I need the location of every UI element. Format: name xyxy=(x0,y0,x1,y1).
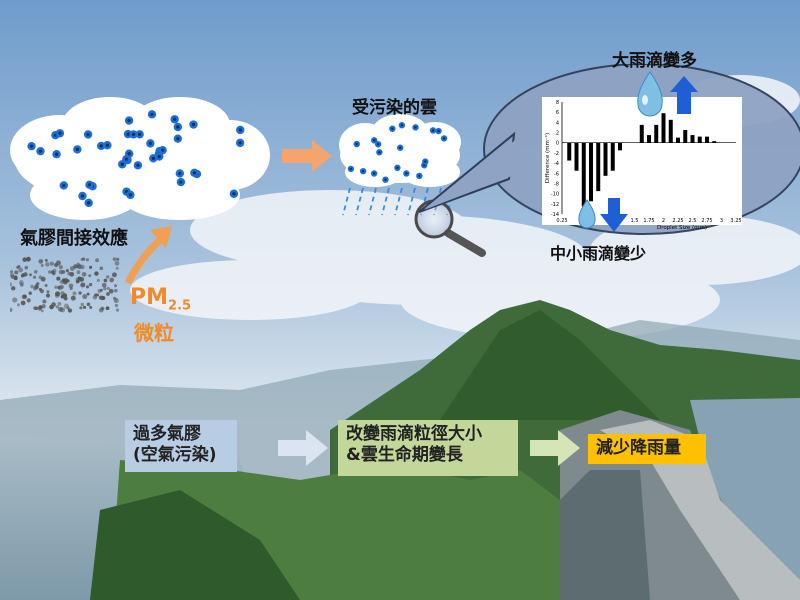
x-tick-label: 0.25 xyxy=(556,218,567,224)
y-tick-label: -2 xyxy=(554,151,559,157)
pm-label-sub: 2.5 xyxy=(168,298,192,314)
pm-label: PM2.5 xyxy=(130,285,191,313)
y-tick-label: -4 xyxy=(554,161,559,167)
chart-bar xyxy=(690,135,695,143)
chart-bar xyxy=(610,142,615,171)
chart-bar xyxy=(676,137,680,143)
chart-bar xyxy=(654,124,659,143)
chart-bar xyxy=(581,142,586,207)
arrow-to-cloud-icon xyxy=(282,140,332,172)
big-drops-label: 大雨滴變多 xyxy=(612,51,697,71)
chart-bar xyxy=(596,142,601,192)
aerosol-effect-label: 氣膠間接效應 xyxy=(20,228,128,249)
small-drop-down-arrow-icon xyxy=(578,198,628,232)
pm-particles-icon xyxy=(10,256,120,313)
chart-bar xyxy=(683,130,688,143)
y-tick-label: 4 xyxy=(556,120,559,126)
chart-bar xyxy=(647,135,651,143)
y-tick-label: -14 xyxy=(551,212,559,218)
x-tick-label: 1.5 xyxy=(631,218,639,224)
y-tick-label: 2 xyxy=(556,131,559,137)
chart-bar xyxy=(712,141,717,143)
x-tick-label: 2 xyxy=(662,218,665,224)
flow-arrow-2 xyxy=(530,430,580,466)
step2-line2: &雲生命期變長 xyxy=(346,445,463,465)
y-tick-label: -8 xyxy=(554,181,559,187)
flow-step-excess-aerosol: 過多氣膠 (空氣污染) xyxy=(125,420,237,472)
droplet-difference-chart: 8 6 4 2 0 -2 -4 -6 -8 -10 -12 -140.25 1.5 1.75 2 2.25 2.… xyxy=(542,97,742,231)
chart-bar xyxy=(589,142,593,202)
flow-step-droplet-size: 改變雨滴粒徑大小 &雲生命期變長 xyxy=(338,420,518,476)
chart-bar xyxy=(603,142,608,176)
polluted-cloud-label: 受污染的雲 xyxy=(352,98,437,118)
y-tick-label: -6 xyxy=(554,171,559,177)
chart-bar xyxy=(639,124,644,143)
chart-bar xyxy=(567,142,572,161)
chart-bar xyxy=(705,136,709,143)
chart-bar xyxy=(574,142,579,171)
particle-label: 微粒 xyxy=(134,321,174,345)
x-tick-label: 2.75 xyxy=(701,218,712,224)
x-tick-label: 2.5 xyxy=(689,218,697,224)
chart-bar xyxy=(661,113,666,143)
polluted-cloud-icon xyxy=(339,114,461,216)
step3-text: 減少降雨量 xyxy=(596,438,681,458)
flow-step-reduce-rainfall: 減少降雨量 xyxy=(588,434,706,464)
y-tick-label: -12 xyxy=(551,202,559,208)
curved-arrow-icon xyxy=(124,226,172,285)
chart-bar xyxy=(697,136,702,143)
x-axis-label: Droplet Size (mm) xyxy=(657,225,707,231)
flow-arrow-1 xyxy=(278,430,328,466)
y-tick-label: 8 xyxy=(556,100,559,106)
x-tick-label: 3 xyxy=(720,218,723,224)
y-tick-label: 0 xyxy=(556,141,559,147)
x-tick-label: 3.25 xyxy=(730,218,741,224)
step2-line1: 改變雨滴粒徑大小 xyxy=(346,424,482,444)
big-drop-up-arrow-icon xyxy=(637,71,698,117)
step1-line1: 過多氣膠 xyxy=(133,424,201,444)
x-tick-label: 1.75 xyxy=(643,218,654,224)
y-axis-label: Difference (mm⁻¹) xyxy=(544,133,551,183)
pm-label-main: PM xyxy=(130,285,169,310)
small-drops-label: 中小雨滴變少 xyxy=(550,244,647,263)
chart-bar xyxy=(668,119,673,143)
chart-bar xyxy=(618,142,622,151)
x-tick-label: 2.25 xyxy=(672,218,683,224)
y-tick-label: -10 xyxy=(551,192,559,198)
y-tick-label: 6 xyxy=(556,110,559,116)
step1-line2: (空氣污染) xyxy=(133,445,217,465)
aerosol-cloud-icon xyxy=(10,97,270,220)
